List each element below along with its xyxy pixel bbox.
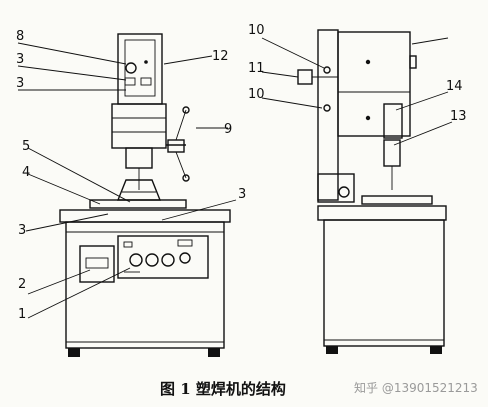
side-cabinet (323, 219, 445, 347)
label-3a: 3 (16, 52, 24, 67)
label-2: 2 (18, 277, 26, 292)
transducer-housing (111, 103, 167, 149)
label-1: 1 (18, 307, 26, 322)
label-3b: 3 (16, 76, 24, 91)
air-valve (297, 69, 313, 85)
callout-labels: 8 3 3 5 4 3 3 2 1 9 12 10 11 10 14 13 (16, 23, 467, 322)
label-5: 5 (22, 139, 30, 154)
side-head (337, 31, 411, 137)
work-plate (89, 199, 187, 209)
label-3-right: 3 (238, 187, 246, 202)
label-10a: 10 (248, 23, 265, 38)
horn (125, 147, 153, 169)
side-plate (361, 195, 433, 205)
leader-lines (17, 37, 453, 319)
cabinet (65, 221, 225, 349)
label-8: 8 (16, 29, 24, 44)
table-top (59, 209, 231, 223)
side-transducer (383, 103, 403, 139)
side-table (317, 205, 447, 221)
label-9: 9 (224, 122, 232, 137)
label-12: 12 (212, 49, 229, 64)
control-panel (117, 235, 209, 279)
pressure-gauge (125, 62, 137, 74)
figure-caption: 图 1 塑焊机的结构 (160, 380, 286, 398)
label-11: 11 (248, 61, 265, 76)
side-view (297, 29, 447, 354)
side-panel (79, 245, 115, 283)
label-14: 14 (446, 79, 463, 94)
label-4: 4 (22, 165, 30, 180)
side-base (317, 173, 355, 203)
label-3c: 3 (18, 223, 26, 238)
watermark: 知乎 @13901521213 (354, 381, 478, 395)
label-13: 13 (450, 109, 467, 124)
label-10b: 10 (248, 87, 265, 102)
front-view (59, 33, 231, 357)
